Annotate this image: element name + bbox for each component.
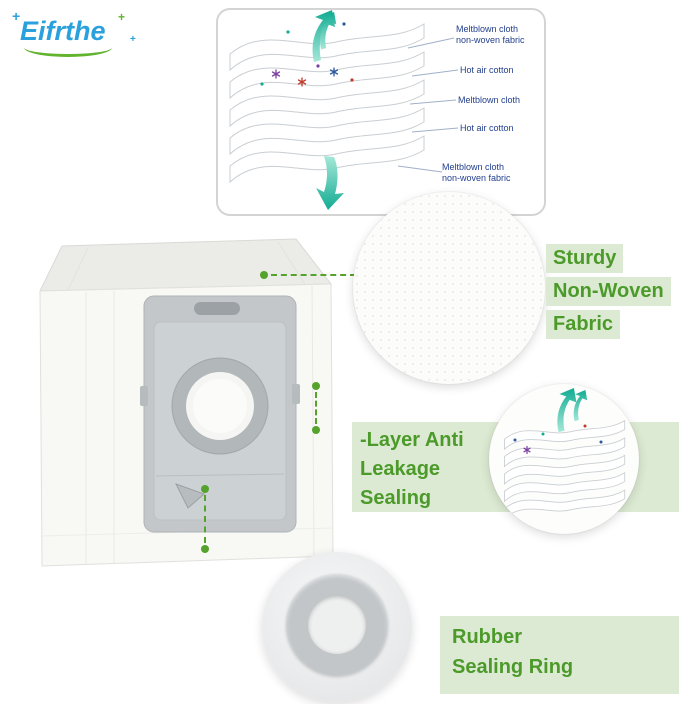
anti-leakage-label: -Layer Anti Leakage Sealing <box>360 426 464 513</box>
label-line: Sealing Ring <box>452 656 574 678</box>
layer-diagram: Meltblown cloth non-woven fabric Hot air… <box>216 8 546 216</box>
connector-dot <box>312 426 320 434</box>
sparkle-icon: + <box>118 10 126 24</box>
particle-icons <box>260 22 354 87</box>
bag-top-face <box>39 238 333 292</box>
label-leader-lines <box>397 37 459 173</box>
ring-closeup-circle <box>262 552 412 702</box>
down-arrow-icon <box>316 156 344 210</box>
layers-closeup-circle <box>489 384 639 534</box>
sparkle-icon: + <box>12 8 21 24</box>
collar-arrow-mark <box>174 483 205 509</box>
sturdy-fabric-label: Sturdy Non-Woven Fabric <box>546 242 679 341</box>
up-arrow-icon <box>557 388 577 433</box>
connector-line <box>315 392 317 424</box>
label-line: Non-Woven <box>546 277 671 306</box>
connector-line <box>271 274 356 276</box>
collar-slot <box>194 302 240 315</box>
rubber-ring-label: Rubber Sealing Ring <box>452 622 573 682</box>
fabric-layers-illustration <box>229 10 459 210</box>
logo-swoosh-icon <box>24 38 112 57</box>
product-bag-image <box>39 238 334 567</box>
connector-dot <box>201 545 209 553</box>
layer-label: Meltblown cloth non-woven fabric <box>456 24 525 46</box>
particle-icons <box>513 424 603 455</box>
connector-dot <box>260 271 268 279</box>
up-arrow-icon <box>320 12 337 50</box>
brand-logo: + + + Eifrthe <box>12 8 154 74</box>
connector-line <box>204 495 206 543</box>
ring-hole <box>308 596 366 654</box>
label-line: Fabric <box>546 310 621 339</box>
layer-label: Meltblown cloth non-woven fabric <box>442 162 511 184</box>
layer-label: Meltblown cloth <box>458 95 521 105</box>
label-line: Sturdy <box>546 244 624 273</box>
label-line: Leakage <box>360 458 441 480</box>
connector-dot <box>201 485 209 493</box>
up-arrow-icon <box>573 390 588 422</box>
fabric-closeup-circle <box>353 192 545 384</box>
label-line: -Layer Anti <box>360 429 464 451</box>
bag-collar <box>140 295 300 533</box>
layer-label: Hot air cotton <box>460 65 514 75</box>
rubber-ring <box>286 574 388 676</box>
mini-layers-illustration <box>504 388 626 520</box>
sparkle-icon: + <box>130 34 136 45</box>
ring-highlight-band <box>440 616 679 694</box>
connector-dot <box>312 382 320 390</box>
label-line: Rubber <box>452 626 522 648</box>
layer-label: Hot air cotton <box>460 123 514 133</box>
label-line: Sealing <box>360 487 432 509</box>
